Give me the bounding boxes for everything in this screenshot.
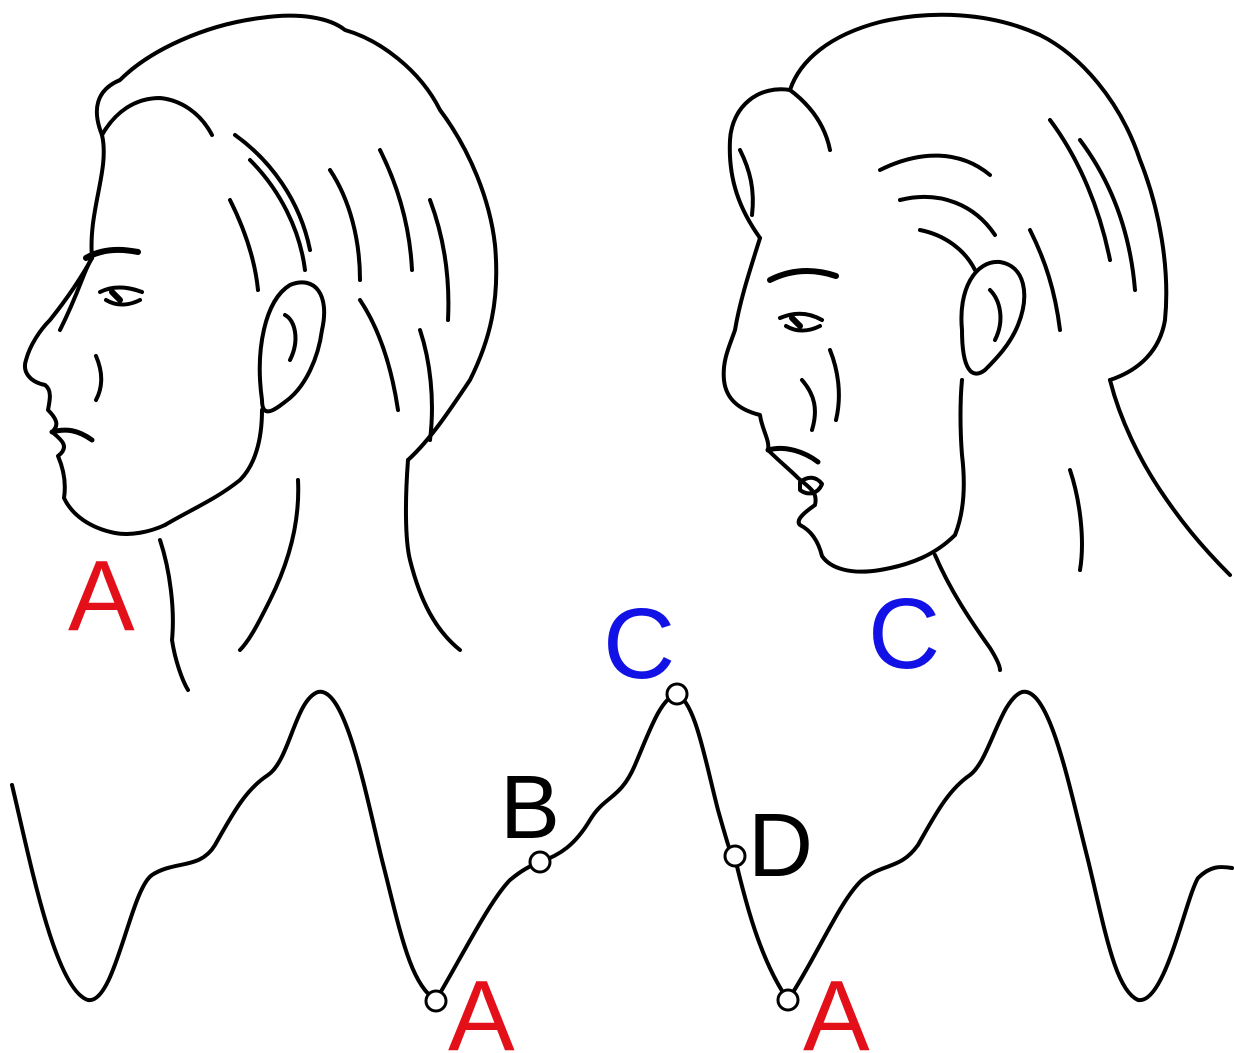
marker-label-a1: A	[448, 960, 515, 1053]
marker-label-d: D	[748, 796, 813, 896]
marker-point-d	[725, 846, 745, 866]
marker-label-b: B	[500, 758, 560, 858]
marker-point-a1	[426, 991, 446, 1011]
right-head-illustration	[724, 15, 1230, 670]
jaw-waveform-line	[12, 692, 1232, 1000]
marker-label-a2: A	[803, 960, 870, 1053]
marker-point-a2	[778, 990, 798, 1010]
right-head-label: C	[868, 578, 940, 690]
left-head-label: A	[68, 540, 135, 652]
marker-label-c: C	[603, 588, 675, 700]
